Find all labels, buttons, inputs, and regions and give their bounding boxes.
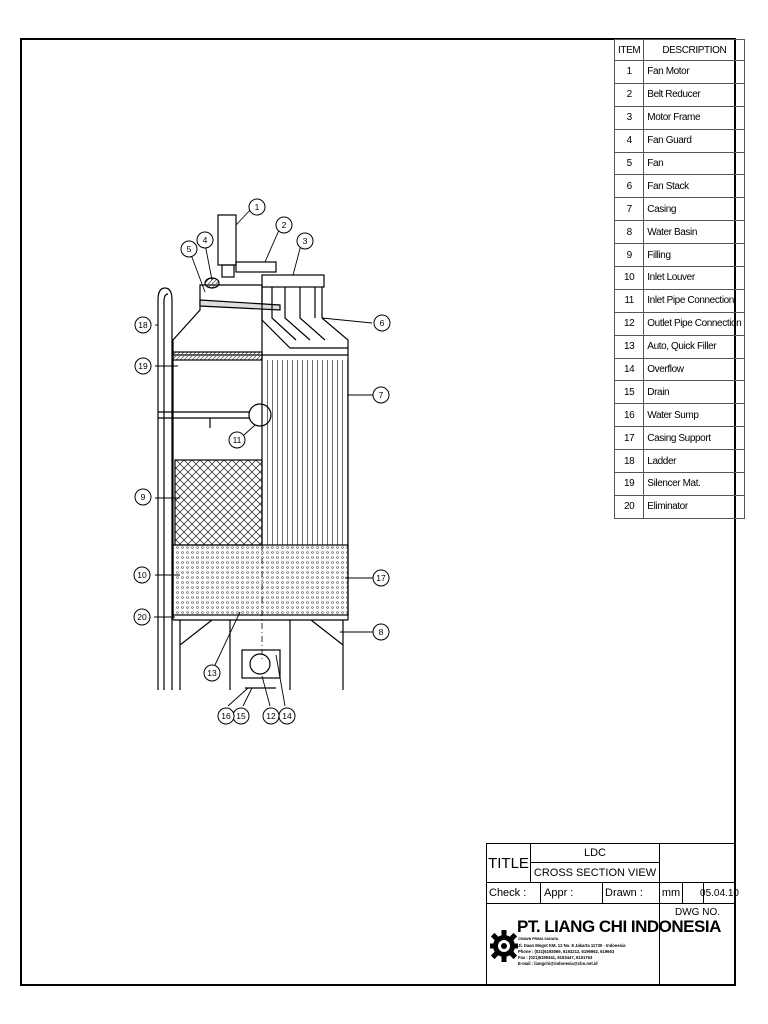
callout-number: 16 [221,711,231,721]
date-label: 05.04.10 [700,882,739,904]
parts-list-header-row: ITEM DESCRIPTION [613,39,746,61]
eliminator-band [172,351,263,361]
appr-label: Appr : [540,882,603,904]
callout-balloon: 19 [134,357,152,375]
callout-balloon: 11 [228,431,246,449]
callout-balloon: 5 [180,240,198,258]
unit-label: mm [659,882,683,904]
callout-balloon: 6 [373,314,391,332]
callout-balloon: 20 [133,608,151,626]
callout-balloon: 8 [372,623,390,641]
company-address-line: E-mail : liangchi@indonesia@cbn.net.id [518,961,598,966]
company-address-line: Fax : (021)6195341, 6193447, 6191763 [518,955,593,960]
callout-number: 19 [138,361,148,371]
callout-number: 7 [379,390,384,400]
check-label: Check : [486,882,541,904]
fan-stack [261,287,348,349]
casing-panel [264,360,348,545]
item-number: 17 [613,426,645,451]
inlet-pipe [158,403,272,428]
casing-support-legs [179,619,344,690]
callout-number: 5 [187,244,192,254]
title-label: TITLE [486,843,531,883]
callout-balloon: 17 [372,569,390,587]
callout-balloon: 3 [296,232,314,250]
item-number: 20 [613,494,645,519]
drawn-label: Drawn : [602,882,660,904]
callout-number: 18 [138,320,148,330]
description-column-header: DESCRIPTION [643,39,746,61]
callout-balloon: 2 [275,216,293,234]
ladder [157,287,173,690]
item-description: Eliminator [643,494,746,519]
callout-number: 11 [233,435,242,445]
company-address-line: Phone : (021)6193069, 6193212, 6196962, … [518,949,615,954]
callout-number: 14 [282,711,292,721]
callout-balloon: 1 [248,198,266,216]
company-logo-gear-icon [490,930,518,962]
leader-lines [154,207,373,707]
callout-balloon: 15 [232,707,250,725]
callout-number: 15 [236,711,246,721]
callout-number: 1 [255,202,260,212]
callout-balloon: 14 [278,707,296,725]
callout-number: 3 [303,236,308,246]
item-number: 19 [613,472,645,496]
callout-balloon: 13 [203,664,221,682]
callout-number: 17 [376,573,386,583]
company-name: PT. LIANG CHI INDONESIA [517,917,721,936]
callout-number: 12 [266,711,276,721]
item-column-header: ITEM [613,39,645,61]
callout-number: 20 [137,612,147,622]
callout-number: 9 [141,492,146,502]
callout-number: 10 [137,570,147,580]
inlet-louver-region [172,544,349,616]
callout-balloon: 12 [262,707,280,725]
callout-balloon: 7 [372,386,390,404]
callout-number: 6 [380,318,385,328]
item-number: 7 [613,197,645,222]
callout-number: 13 [207,668,217,678]
title-line-2: CROSS SECTION VIEW [530,862,660,883]
title-blank-cell [659,843,736,883]
callout-balloon: 18 [134,316,152,334]
title-line-1: LDC [530,843,660,863]
callout-number: 2 [282,220,287,230]
dwg-no-label: DWG NO. [659,903,736,986]
callout-number: 8 [379,627,384,637]
water-sump [241,649,281,689]
title-block: TITLE LDC CROSS SECTION VIEW Check : App… [486,843,739,986]
item-number: 3 [613,105,645,130]
filling-block [174,459,263,546]
callout-balloon: 16 [217,707,235,725]
callout-balloon: 4 [196,231,214,249]
company-address-line: Jl. Daan Mogot KM. 12 No. 8 Jakarta 1173… [518,943,626,948]
company-address-line: CRAWN PRIMA SANAYA [518,937,559,941]
callout-balloon: 10 [133,566,151,584]
item-number: 18 [613,449,645,474]
callout-balloon: 9 [134,488,152,506]
callout-number: 4 [203,235,208,245]
